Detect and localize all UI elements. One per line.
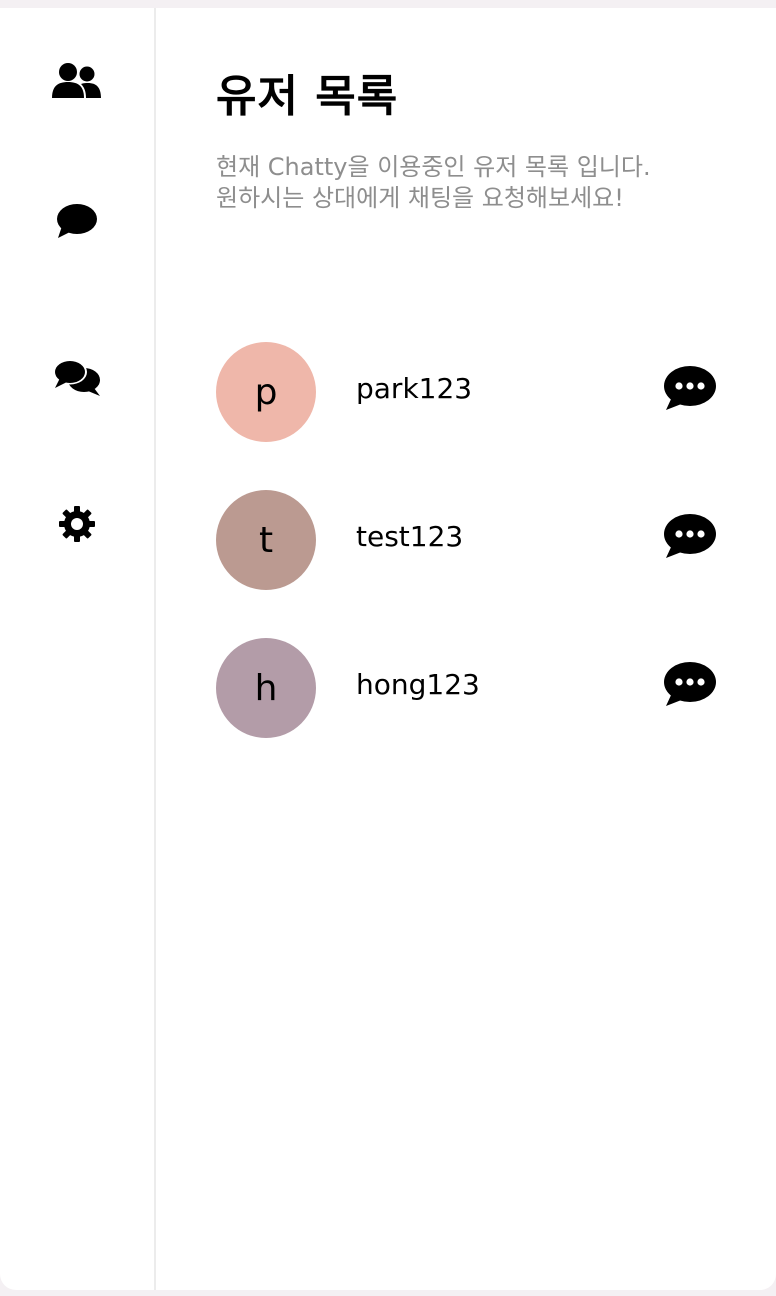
description-line-2: 원하시는 상대에게 채팅을 요청해보세요! xyxy=(216,184,624,212)
sidebar-item-chat[interactable] xyxy=(0,182,154,262)
user-row: t test123 xyxy=(216,490,716,590)
chat-request-button[interactable] xyxy=(662,364,718,414)
avatar: t xyxy=(216,490,316,590)
username: park123 xyxy=(356,372,473,405)
users-icon xyxy=(52,63,101,98)
sidebar-item-chat-rooms[interactable] xyxy=(0,338,154,418)
user-row: p park123 xyxy=(216,342,716,442)
page-title: 유저 목록 xyxy=(216,71,399,122)
sidebar-item-settings[interactable] xyxy=(0,484,154,564)
comment-icon xyxy=(57,204,97,238)
sidebar xyxy=(0,8,156,1290)
chat-request-button[interactable] xyxy=(662,512,718,562)
avatar: p xyxy=(216,342,316,442)
app-window: 유저 목록 현재 Chatty을 이용중인 유저 목록 입니다. 원하시는 상대… xyxy=(0,8,776,1290)
gear-icon xyxy=(59,506,95,542)
username: hong123 xyxy=(356,668,480,701)
user-list: p park123 t test123 xyxy=(216,342,716,786)
username: test123 xyxy=(356,520,464,553)
sidebar-item-users[interactable] xyxy=(0,42,154,122)
user-row: h hong123 xyxy=(216,638,716,738)
main-panel: 유저 목록 현재 Chatty을 이용중인 유저 목록 입니다. 원하시는 상대… xyxy=(216,8,776,1290)
avatar: h xyxy=(216,638,316,738)
chat-request-button[interactable] xyxy=(662,660,718,710)
description-line-1: 현재 Chatty을 이용중인 유저 목록 입니다. xyxy=(216,153,651,181)
page-description: 현재 Chatty을 이용중인 유저 목록 입니다. 원하시는 상대에게 채팅을… xyxy=(216,152,736,214)
comments-icon xyxy=(53,359,100,396)
